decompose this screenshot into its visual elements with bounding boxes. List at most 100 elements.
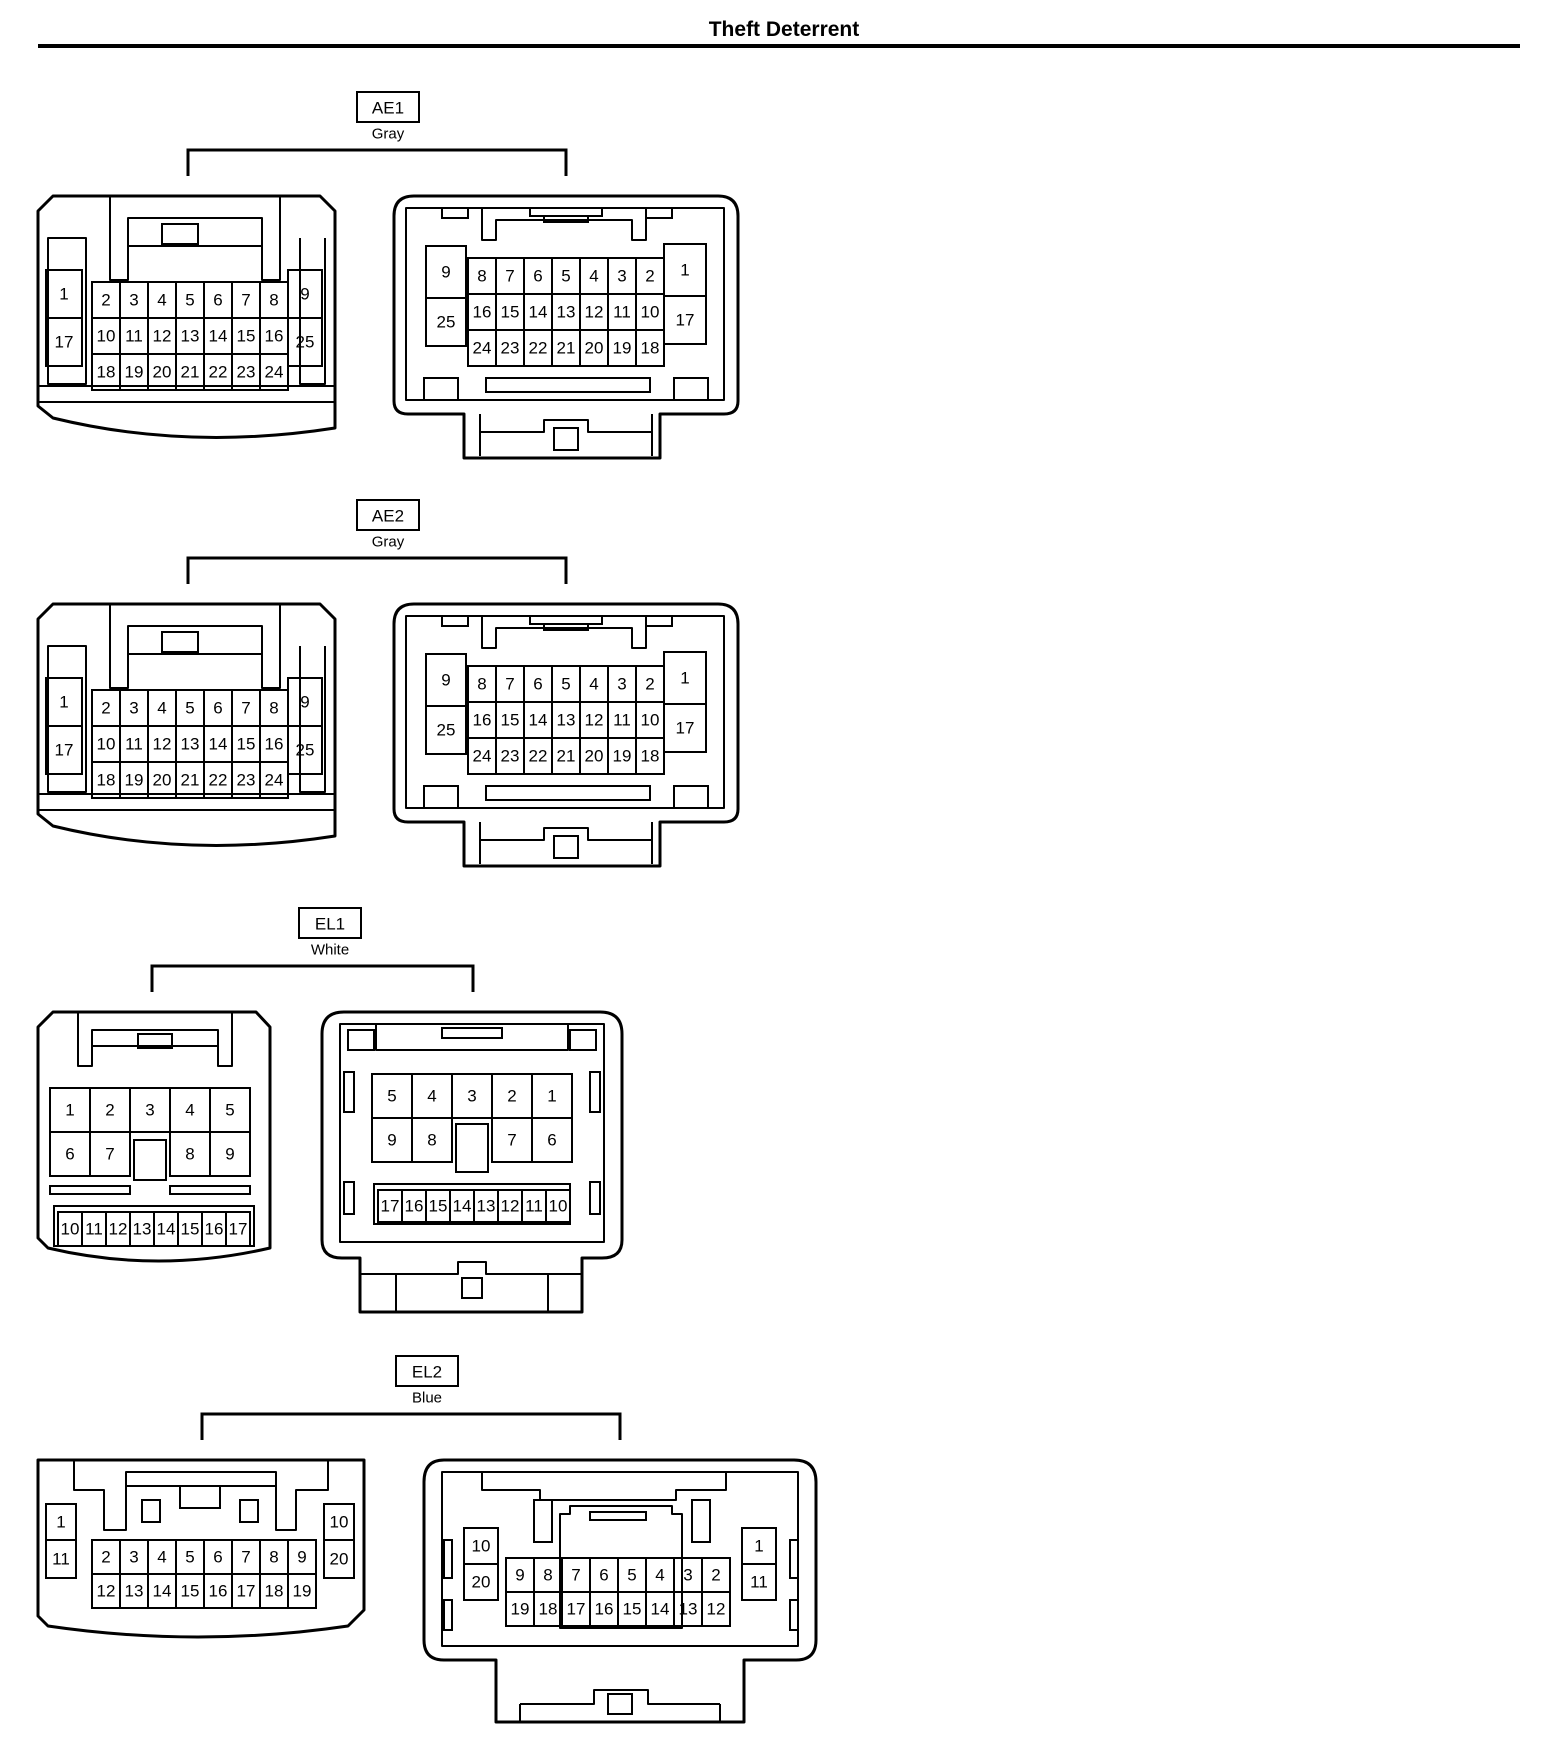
title-rule — [38, 44, 1520, 48]
latch-slot — [441, 207, 469, 219]
pin-box — [323, 1539, 355, 1579]
pin-number: 24 — [473, 747, 492, 766]
pin-number: 4 — [157, 1548, 166, 1567]
housing-outline — [441, 1471, 799, 1647]
housing-outline — [392, 194, 740, 460]
housing-outline — [481, 1472, 727, 1501]
pin-number: 9 — [225, 1145, 234, 1164]
pin-number: 9 — [515, 1566, 524, 1585]
pin-number: 17 — [55, 741, 74, 760]
pin-number: 19 — [511, 1600, 530, 1619]
pin-number: 3 — [683, 1566, 692, 1585]
housing-outline — [479, 414, 653, 456]
latch-slot — [441, 1027, 503, 1039]
pin-box — [411, 1117, 453, 1163]
lock-bar — [673, 785, 709, 809]
pin-number: 8 — [185, 1145, 194, 1164]
pin-box — [741, 1563, 777, 1601]
pin-number: 6 — [213, 291, 222, 310]
pin-number: 8 — [269, 1548, 278, 1567]
latch-slot — [645, 615, 673, 627]
pin-number: 8 — [427, 1131, 436, 1150]
latch-tab — [553, 427, 579, 451]
pin-number: 25 — [296, 333, 315, 352]
pin-number: 8 — [269, 699, 278, 718]
latch-tab — [161, 223, 199, 245]
pin-number: 1 — [56, 1513, 65, 1532]
housing-outline — [73, 1460, 329, 1531]
pin-number: 7 — [571, 1566, 580, 1585]
pin-number: 20 — [585, 747, 604, 766]
pin-number: 17 — [381, 1197, 400, 1216]
latch-tab — [179, 1485, 221, 1509]
latch-slot — [347, 1029, 375, 1051]
connector-color: Gray — [372, 534, 405, 551]
pin-number: 22 — [209, 771, 228, 790]
pin-number: 11 — [85, 1220, 103, 1239]
pin-number: 11 — [52, 1550, 70, 1569]
pin-box — [259, 761, 289, 799]
guide-rail — [343, 1181, 355, 1215]
pin-number: 5 — [561, 267, 570, 286]
pin-number: 24 — [473, 339, 492, 358]
pin-number: 12 — [585, 303, 604, 322]
pin-number: 12 — [707, 1600, 726, 1619]
pin-number: 24 — [265, 363, 284, 382]
pin-box — [425, 297, 467, 347]
pin-number: 10 — [330, 1513, 349, 1532]
pin-number: 1 — [680, 669, 689, 688]
pin-number: 3 — [129, 1548, 138, 1567]
pin-number: 15 — [181, 1582, 200, 1601]
pin-number: 10 — [472, 1537, 491, 1556]
pin-number: 25 — [437, 721, 456, 740]
pin-number: 19 — [125, 771, 144, 790]
pin-box — [209, 1131, 251, 1177]
connector-label-box — [298, 907, 362, 939]
lock-bar — [673, 377, 709, 401]
lock-bar — [423, 785, 459, 809]
pin-number: 16 — [473, 303, 492, 322]
pin-number: 2 — [105, 1101, 114, 1120]
pin-number: 15 — [501, 303, 520, 322]
pin-number: 7 — [241, 1548, 250, 1567]
housing-outline — [47, 237, 326, 385]
pin-number: 10 — [97, 735, 116, 754]
pin-number: 20 — [330, 1550, 349, 1569]
pin-number: 2 — [101, 1548, 110, 1567]
pin-number: 23 — [237, 363, 256, 382]
latch-tab — [239, 1499, 259, 1523]
lock-bar — [485, 785, 651, 801]
pin-number: 18 — [641, 747, 660, 766]
pin-number: 5 — [185, 699, 194, 718]
latch-tab — [607, 1693, 633, 1715]
guide-rail — [443, 1599, 453, 1631]
pin-number: 11 — [750, 1573, 768, 1592]
pin-number: 9 — [387, 1131, 396, 1150]
pin-number: 15 — [501, 711, 520, 730]
housing-outline — [405, 207, 725, 401]
housing-outline — [559, 1505, 683, 1629]
lock-bar — [485, 377, 651, 393]
housing-outline — [127, 222, 263, 247]
pin-number: 22 — [209, 363, 228, 382]
pin-number: 25 — [437, 313, 456, 332]
pin-number: 12 — [109, 1220, 128, 1239]
pin-number: 17 — [229, 1220, 248, 1239]
connector-color: White — [311, 942, 349, 959]
pin-number: 6 — [533, 267, 542, 286]
bracket-line — [186, 148, 568, 176]
pin-number: 4 — [185, 1101, 194, 1120]
pin-number: 17 — [567, 1600, 586, 1619]
connector-color: Blue — [412, 1390, 442, 1407]
pin-box — [287, 1573, 317, 1609]
lock-bar — [49, 1185, 131, 1195]
pin-box — [635, 737, 665, 775]
latch-slot — [529, 615, 603, 625]
connector-label: AE1 — [372, 99, 404, 118]
